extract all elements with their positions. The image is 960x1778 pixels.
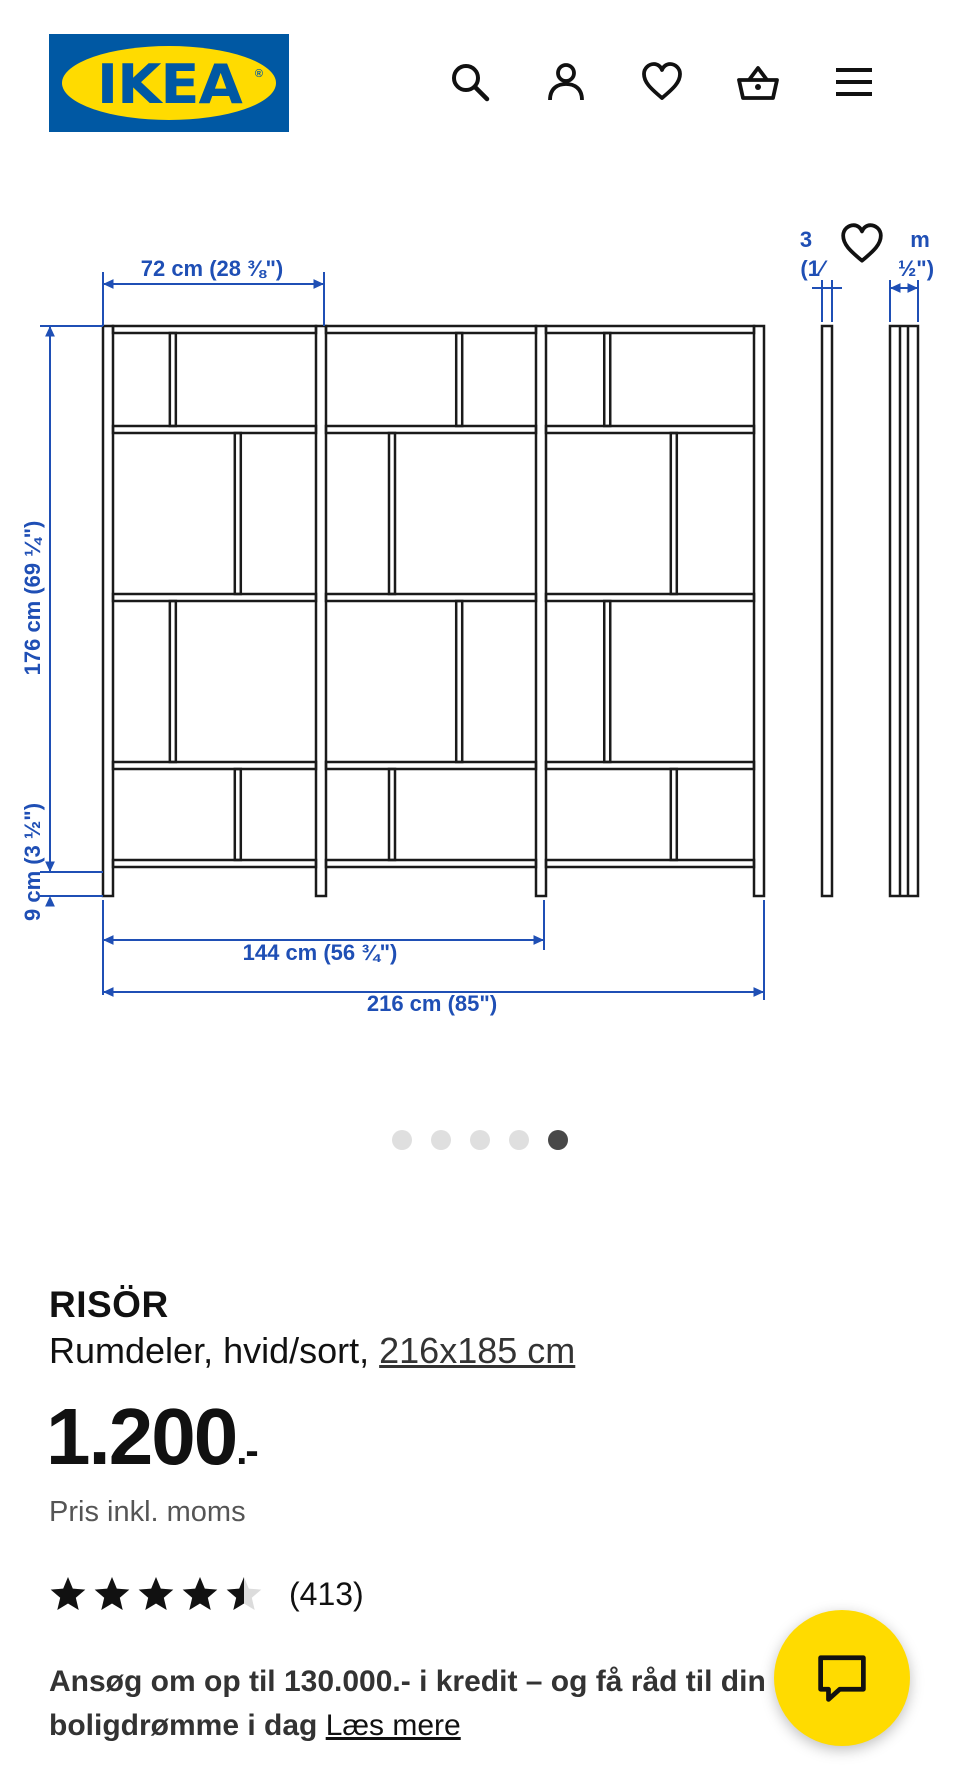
frame-divider	[602, 599, 612, 764]
frame-shelf	[111, 858, 318, 869]
frame-divider	[454, 599, 464, 764]
frame-divider	[233, 767, 243, 862]
dim-side-b-top: m	[910, 227, 930, 252]
dim-width-unit: 72 cm (28 ⅜")	[141, 256, 284, 281]
dim-side-a-bottom: (1⁄	[800, 256, 828, 281]
logo-oval: IKEA	[62, 46, 276, 120]
dimension-arrow	[907, 283, 918, 293]
dim-side-b-bottom: ½")	[898, 256, 934, 281]
frame-shelf	[544, 324, 756, 335]
frame-divider	[602, 331, 612, 428]
save-favorite-icon[interactable]	[834, 216, 890, 272]
star-icon	[138, 1577, 174, 1610]
chat-button[interactable]	[774, 1610, 910, 1746]
frame-shelf	[111, 424, 318, 435]
credit-text: Ansøg om op til 130.000.- i kredit – og …	[49, 1665, 766, 1742]
frame-shelf	[544, 592, 756, 603]
dimension-arrow	[103, 935, 114, 945]
product-rating[interactable]: (413)	[49, 1574, 364, 1614]
frame-post	[314, 324, 328, 898]
frame-shelf	[324, 858, 538, 869]
carousel-dot[interactable]	[392, 1130, 412, 1150]
credit-offer: Ansøg om op til 130.000.- i kredit – og …	[49, 1660, 809, 1748]
frame-shelf	[111, 760, 318, 771]
frame-post	[752, 324, 766, 898]
read-more-link[interactable]: Læs mere	[325, 1709, 461, 1742]
frame-shelf	[111, 324, 318, 335]
frame-shelf	[544, 424, 756, 435]
frame-shelf	[544, 760, 756, 771]
price-suffix: .-	[236, 1429, 258, 1473]
frame-shelf	[544, 858, 756, 869]
dimension-arrow	[890, 283, 901, 293]
dimension-arrow	[533, 935, 544, 945]
product-name: RISÖR	[49, 1284, 169, 1325]
chat-icon	[818, 1655, 866, 1702]
carousel-dot[interactable]	[548, 1130, 568, 1150]
carousel-dot[interactable]	[509, 1130, 529, 1150]
frame-divider	[168, 331, 178, 428]
dim-height: 176 cm (69 ¼")	[20, 521, 45, 676]
price-value: 1.200	[46, 1392, 238, 1481]
dim-total: 216 cm (85")	[367, 991, 497, 1016]
vat-note: Pris inkl. moms	[49, 1496, 246, 1528]
dimension-arrow	[45, 326, 55, 337]
frame-divider	[233, 431, 243, 596]
product-dimension-diagram: 72 cm (28 ⅜") 144 cm (56 ¾") 216 cm (85"…	[20, 227, 934, 1016]
dim-foot: 9 cm (3 ½")	[20, 803, 45, 921]
frame-shelf	[324, 592, 538, 603]
product-size-link[interactable]: 216x185 cm	[379, 1330, 576, 1371]
rating-stars	[49, 1575, 263, 1613]
registered-mark: ®	[254, 68, 263, 80]
star-icon	[94, 1577, 130, 1610]
dim-side-a-top: 3	[800, 227, 812, 252]
logo-text: IKEA	[96, 52, 243, 116]
side-view-frame	[820, 324, 834, 898]
carousel-indicator	[0, 1130, 960, 1154]
account-icon[interactable]	[542, 58, 590, 106]
frame-shelf	[324, 324, 538, 335]
dimension-arrow	[313, 279, 324, 289]
dimension-arrow	[45, 861, 55, 872]
dim-double: 144 cm (56 ¾")	[243, 940, 398, 965]
dimension-arrow	[103, 987, 114, 997]
star-icon	[226, 1577, 262, 1610]
frame-divider	[454, 331, 464, 428]
carousel-dot[interactable]	[470, 1130, 490, 1150]
carousel-dot[interactable]	[431, 1130, 451, 1150]
dimension-arrow	[103, 279, 114, 289]
star-icon	[182, 1577, 218, 1610]
frame-divider	[669, 767, 679, 862]
frame-post	[534, 324, 548, 898]
frame-shelf	[111, 592, 318, 603]
basket-icon[interactable]	[734, 58, 782, 106]
frame-post	[101, 324, 115, 898]
frame-divider	[387, 431, 397, 596]
favorites-icon[interactable]	[638, 58, 686, 106]
rating-count: (413)	[289, 1575, 364, 1612]
product-price: 1.200.-	[46, 1392, 259, 1496]
dimension-arrow	[45, 896, 55, 907]
frame-shelf	[324, 760, 538, 771]
frame-divider	[669, 431, 679, 596]
product-type: Rumdeler, hvid/sort,	[49, 1330, 380, 1371]
search-icon[interactable]	[446, 58, 494, 106]
side-view-frame	[888, 324, 920, 898]
star-icon	[50, 1577, 86, 1610]
menu-icon[interactable]	[830, 58, 878, 106]
ikea-logo[interactable]: IKEA ®	[49, 34, 289, 132]
frame-shelf	[324, 424, 538, 435]
dimension-arrow	[753, 987, 764, 997]
frame-divider	[168, 599, 178, 764]
frame-divider	[387, 767, 397, 862]
product-description: Rumdeler, hvid/sort, 216x185 cm	[49, 1330, 575, 1372]
